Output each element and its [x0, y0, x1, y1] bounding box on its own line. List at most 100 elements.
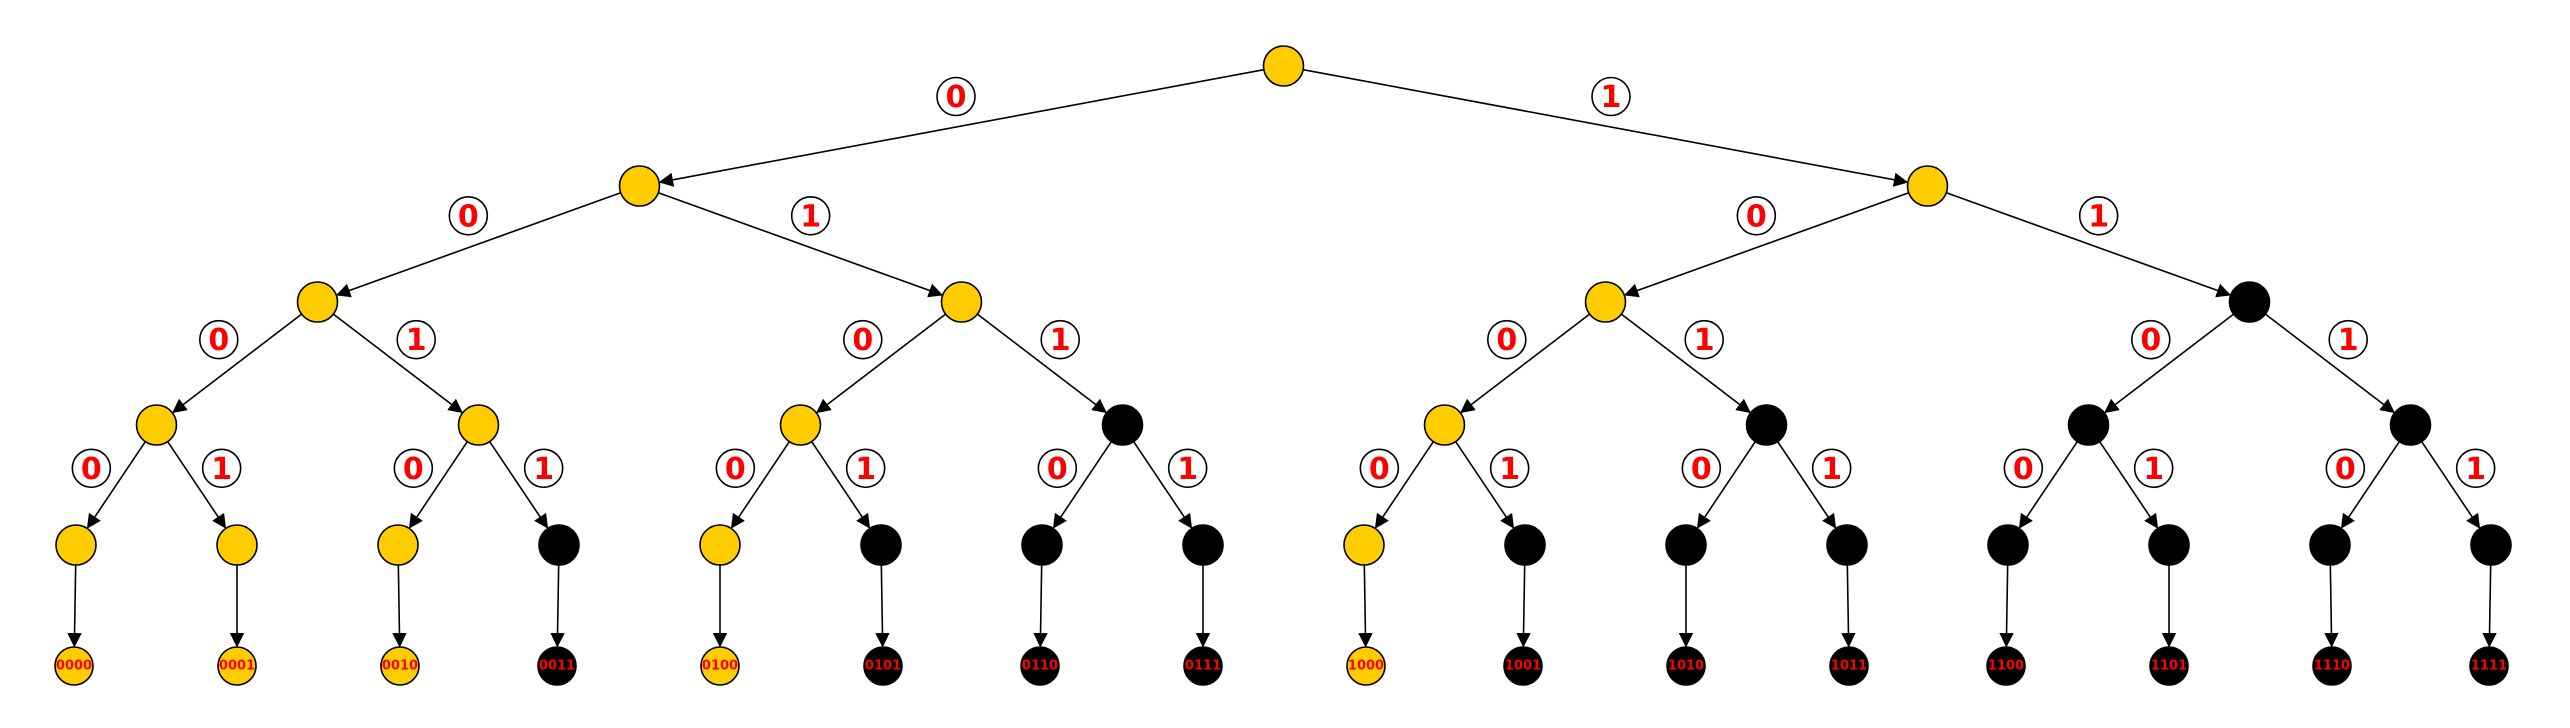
leaf-code-label: 0111 — [1185, 659, 1221, 674]
leaf-circle — [1183, 646, 1223, 686]
edge-label-101: 1 — [1684, 319, 1725, 360]
tree-node-101 — [1745, 404, 1788, 446]
leaf-node-0110: 0110 — [1020, 646, 1060, 686]
leaf-node-0001: 0001 — [217, 646, 257, 686]
tree-edge-0111 — [1132, 441, 1193, 529]
edge-label-text: 1 — [2338, 323, 2359, 358]
edge-label-text: 0 — [403, 452, 424, 487]
edge-label-001: 1 — [396, 319, 437, 360]
tree-node-100 — [1423, 404, 1466, 446]
leaf-circle — [1829, 646, 1869, 686]
edge-label-circle — [845, 448, 886, 489]
edge-label-0110: 0 — [1037, 448, 1078, 489]
leaf-code-label: 1101 — [2151, 659, 2187, 674]
leaf-edge-1001 — [1516, 564, 1531, 648]
edge-label-circle — [1040, 319, 1081, 360]
edge-label-circle — [1591, 76, 1631, 117]
tree-node-0111 — [1182, 524, 1224, 566]
edge-label-text: 0 — [81, 452, 102, 487]
edge-label-text: 1 — [2465, 452, 2486, 487]
tree-node-011 — [1101, 404, 1144, 446]
tree-edge-0001 — [166, 441, 227, 529]
edge-label-0111: 1 — [1167, 448, 1208, 489]
leaf-code-label: 1010 — [1668, 659, 1704, 674]
leaf-code-label: 0100 — [702, 659, 738, 674]
tree-edge-100 — [1460, 313, 1591, 414]
edge-label-100: 0 — [1486, 319, 1527, 360]
tree-node-01 — [940, 281, 983, 323]
edge-label-circle — [396, 319, 437, 360]
tree-edge-011 — [976, 313, 1107, 414]
leaf-node-0111: 0111 — [1183, 646, 1223, 686]
edge-label-0000: 0 — [71, 448, 112, 489]
edge-label-text: 1 — [2143, 452, 2164, 487]
tree-edge-11 — [1946, 192, 2232, 298]
leaf-edge-0110 — [1033, 564, 1048, 648]
edge-label-circle — [198, 319, 239, 360]
edge-label-1111: 1 — [2455, 448, 2496, 489]
leaf-circle — [1020, 646, 1060, 686]
tree-node-001 — [457, 404, 500, 446]
leaf-node-1111: 1111 — [2469, 646, 2509, 686]
tree-edge-0011 — [488, 441, 549, 529]
leaf-node-1000: 1000 — [1346, 646, 1386, 686]
leaf-node-1101: 1101 — [2149, 646, 2189, 686]
edge-label-circle — [2003, 448, 2044, 489]
leaf-code-label: 1110 — [2314, 659, 2350, 674]
edge-label-0011: 1 — [523, 448, 564, 489]
leaf-code-label: 0101 — [865, 659, 901, 674]
edge-label-text: 1 — [533, 452, 554, 487]
leaf-edge-1011 — [1841, 564, 1856, 648]
edge-label-text: 1 — [211, 452, 232, 487]
edge-label-circle — [1736, 195, 1777, 236]
tree-edge-0110 — [1052, 441, 1113, 529]
tree-node-0100 — [699, 524, 741, 566]
tree-edge-01 — [658, 192, 944, 298]
leaf-edge-0011 — [550, 564, 565, 648]
tree-edge-1 — [1303, 68, 1909, 187]
leaf-edge-1100 — [1999, 564, 2014, 648]
leaf-node-1001: 1001 — [1503, 646, 1543, 686]
edge-label-text: 0 — [852, 323, 873, 358]
tree-edge-1100 — [2018, 441, 2079, 529]
tree-edge-1000 — [1374, 441, 1435, 529]
edge-label-text: 0 — [1691, 452, 1712, 487]
edge-label-circle — [393, 448, 434, 489]
tree-edge-1010 — [1696, 441, 1757, 529]
edge-label-1011: 1 — [1811, 448, 1852, 489]
tree-edge-000 — [172, 313, 303, 414]
leaf-code-label: 0001 — [219, 659, 255, 674]
edge-label-1000: 0 — [1359, 448, 1400, 489]
edge-label-0010: 0 — [393, 448, 434, 489]
edge-label-text: 0 — [208, 323, 229, 358]
leaf-circle — [1666, 646, 1706, 686]
tree-node-11 — [2228, 281, 2271, 323]
leaf-code-label: 1111 — [2471, 659, 2507, 674]
leaf-code-label: 0011 — [539, 659, 575, 674]
leaf-node-0101: 0101 — [863, 646, 903, 686]
tree-node-0000 — [55, 524, 97, 566]
tree-node-0011 — [538, 524, 580, 566]
tree-node-111 — [2389, 404, 2432, 446]
tree-node-1010 — [1665, 524, 1707, 566]
edge-label-circle — [2133, 448, 2174, 489]
edge-label-text: 1 — [1050, 323, 1071, 358]
edge-label-0001: 1 — [201, 448, 242, 489]
leaf-code-label: 0110 — [1022, 659, 1058, 674]
edge-label-1100: 0 — [2003, 448, 2044, 489]
leaf-node-1010: 1010 — [1666, 646, 1706, 686]
leaf-edge-0010 — [392, 564, 407, 648]
edge-label-010: 0 — [842, 319, 883, 360]
edge-label-0: 0 — [936, 76, 976, 117]
edge-label-0100: 0 — [715, 448, 756, 489]
tree-edge-10 — [1623, 192, 1909, 298]
tree-edge-1110 — [2340, 441, 2401, 529]
edge-label-text: 0 — [2013, 452, 2034, 487]
edge-label-circle — [201, 448, 242, 489]
edge-label-1001: 1 — [1489, 448, 1530, 489]
leaf-circle — [1986, 646, 2026, 686]
edge-label-text: 1 — [406, 323, 427, 358]
edge-label-circle — [2078, 195, 2119, 236]
